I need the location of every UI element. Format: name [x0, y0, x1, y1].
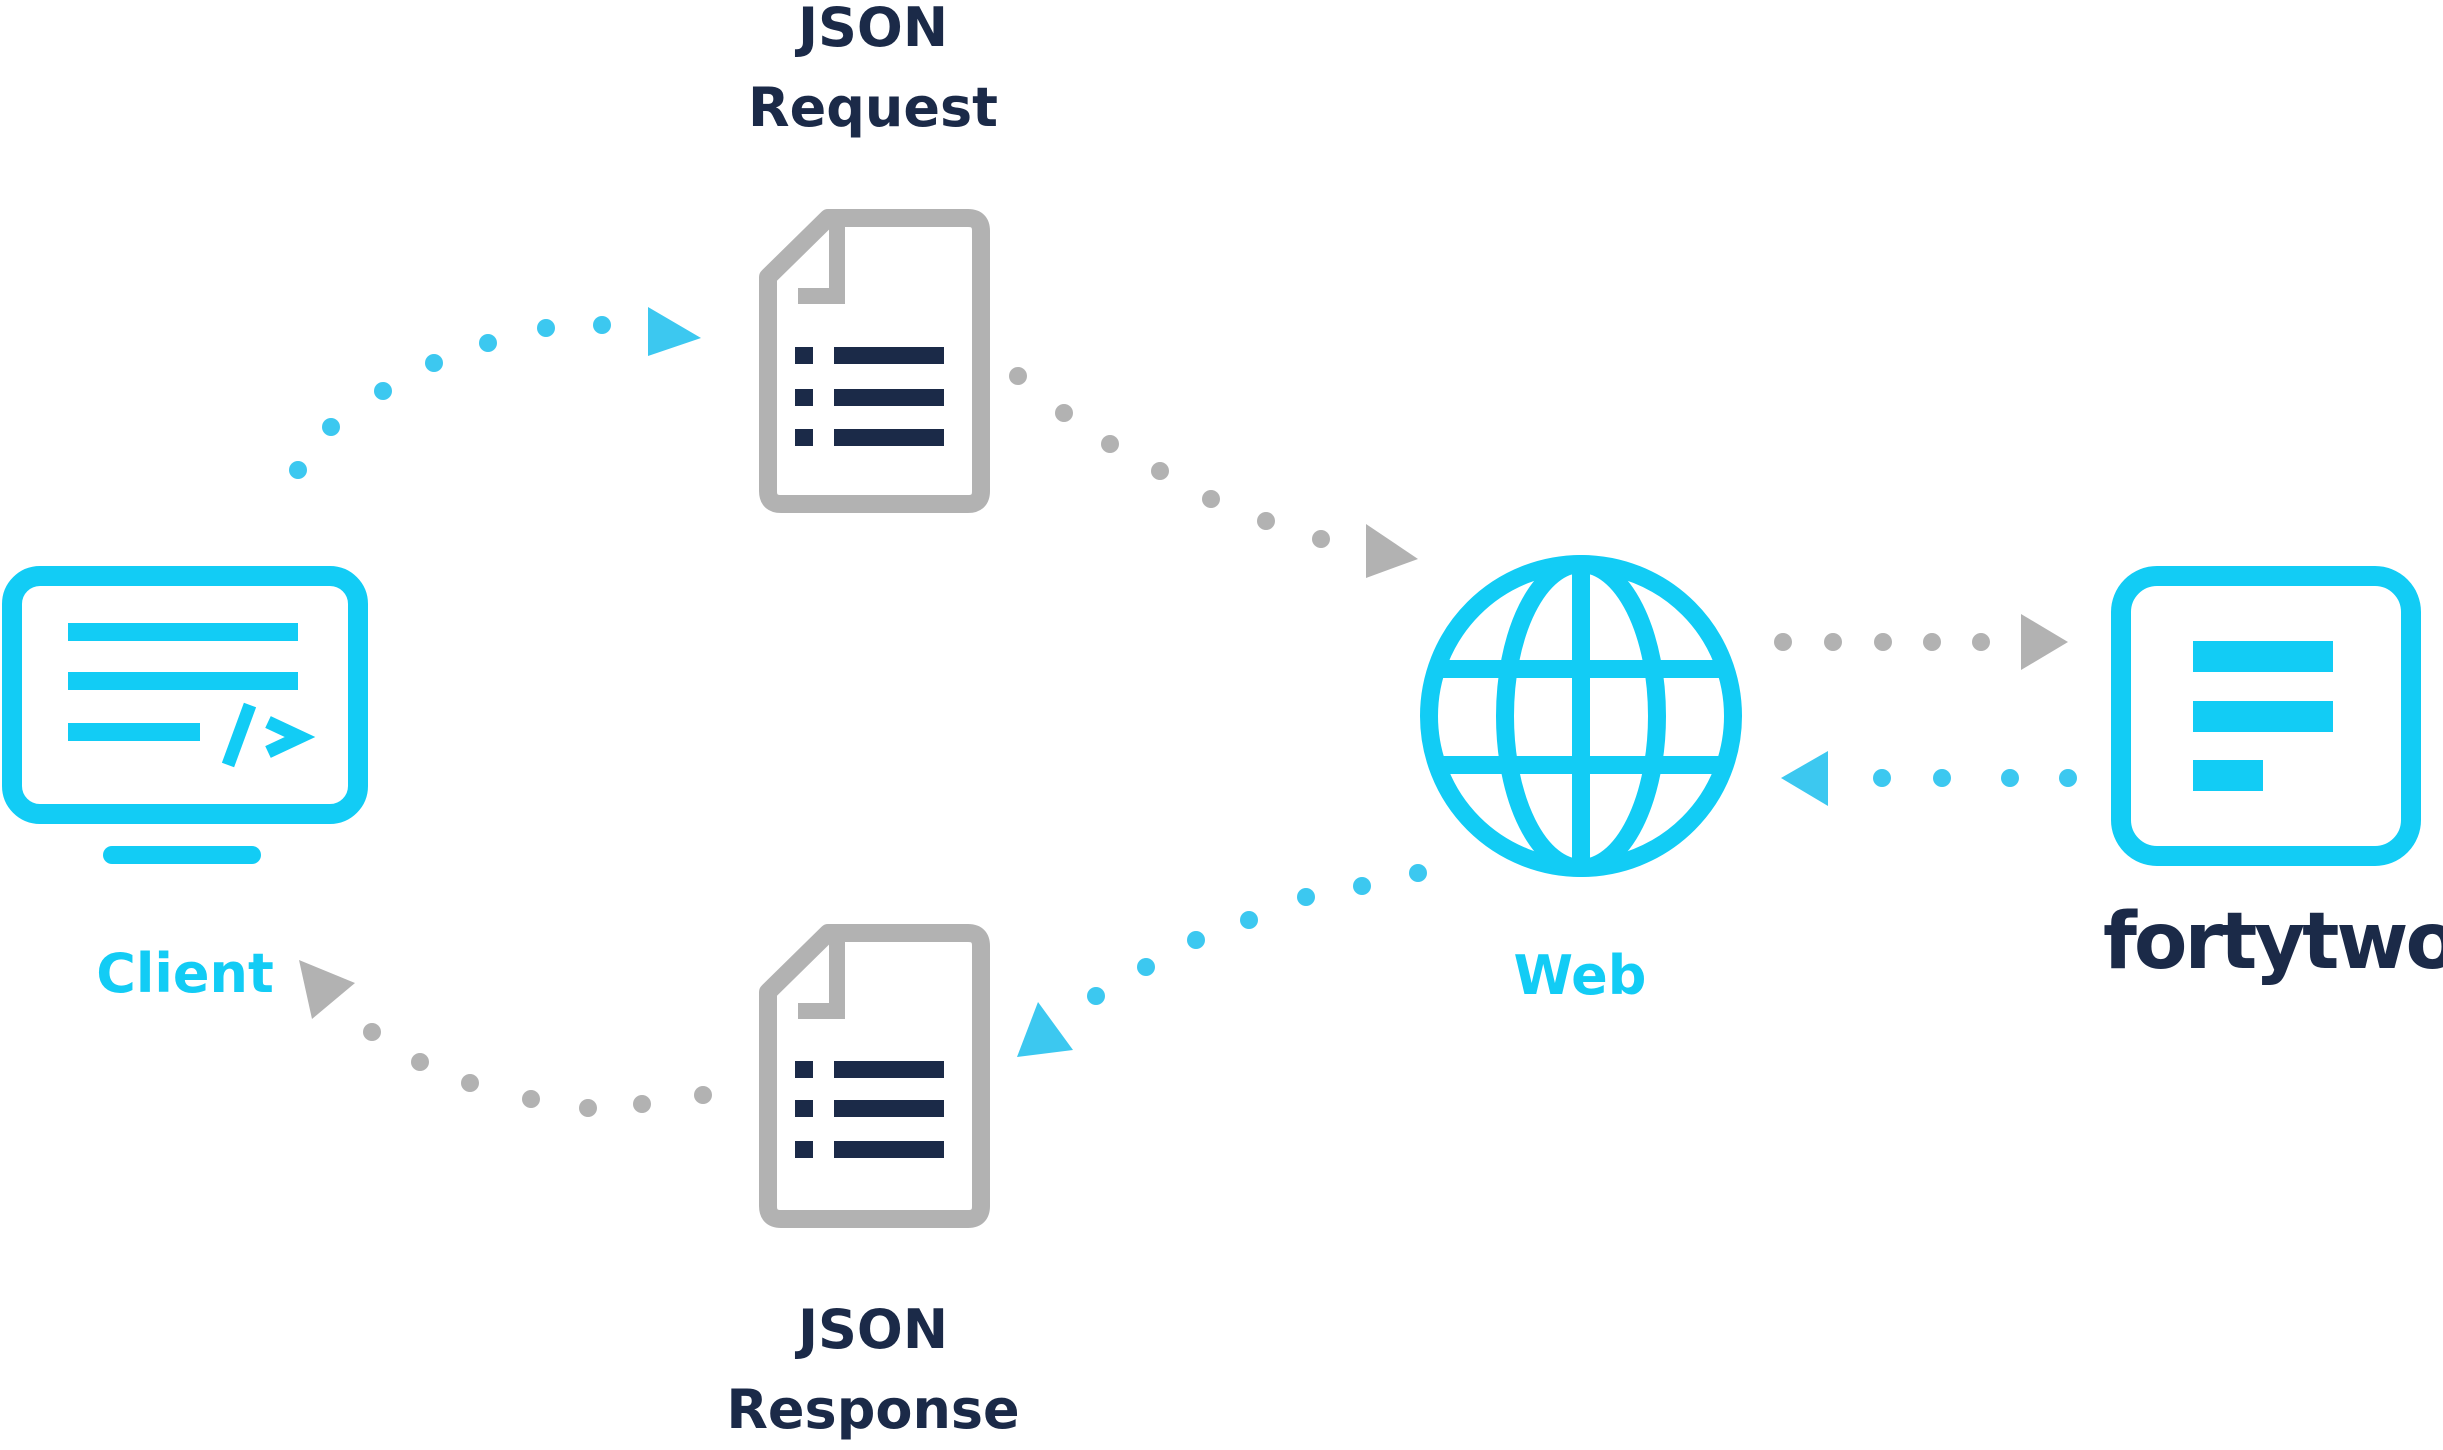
arrow-icon: [1017, 1002, 1073, 1057]
request-to-web-connector: [1009, 367, 1330, 548]
arrow-icon: [299, 960, 355, 1019]
client-monitor-icon: [2, 566, 368, 864]
request-document-icon: [759, 209, 990, 513]
response-to-client-connector: [363, 1023, 712, 1117]
client-label: Client: [96, 942, 274, 1005]
web-to-response-connector: [1087, 864, 1427, 1005]
response-title-line2: Response: [726, 1378, 1020, 1441]
arrow-icon: [1781, 751, 1828, 806]
client-to-request-connector: [289, 316, 611, 479]
arrow-icon: [1366, 524, 1418, 578]
web-globe-icon: [1420, 555, 1742, 877]
fortytwo-brand-wordmark: fortytwo: [2103, 897, 2443, 987]
arrow-icon: [2021, 614, 2068, 670]
web-label: Web: [1513, 944, 1647, 1007]
response-title-line1: JSON: [797, 1298, 949, 1361]
request-title-line1: JSON: [797, 0, 949, 59]
fortytwo-to-web-connector: [1873, 769, 2077, 787]
response-document-icon: [759, 924, 990, 1228]
arrow-icon: [648, 307, 701, 356]
web-to-fortytwo-connector: [1774, 633, 1990, 651]
request-title-line2: Request: [748, 76, 998, 139]
fortytwo-logo-icon: [2111, 566, 2421, 866]
